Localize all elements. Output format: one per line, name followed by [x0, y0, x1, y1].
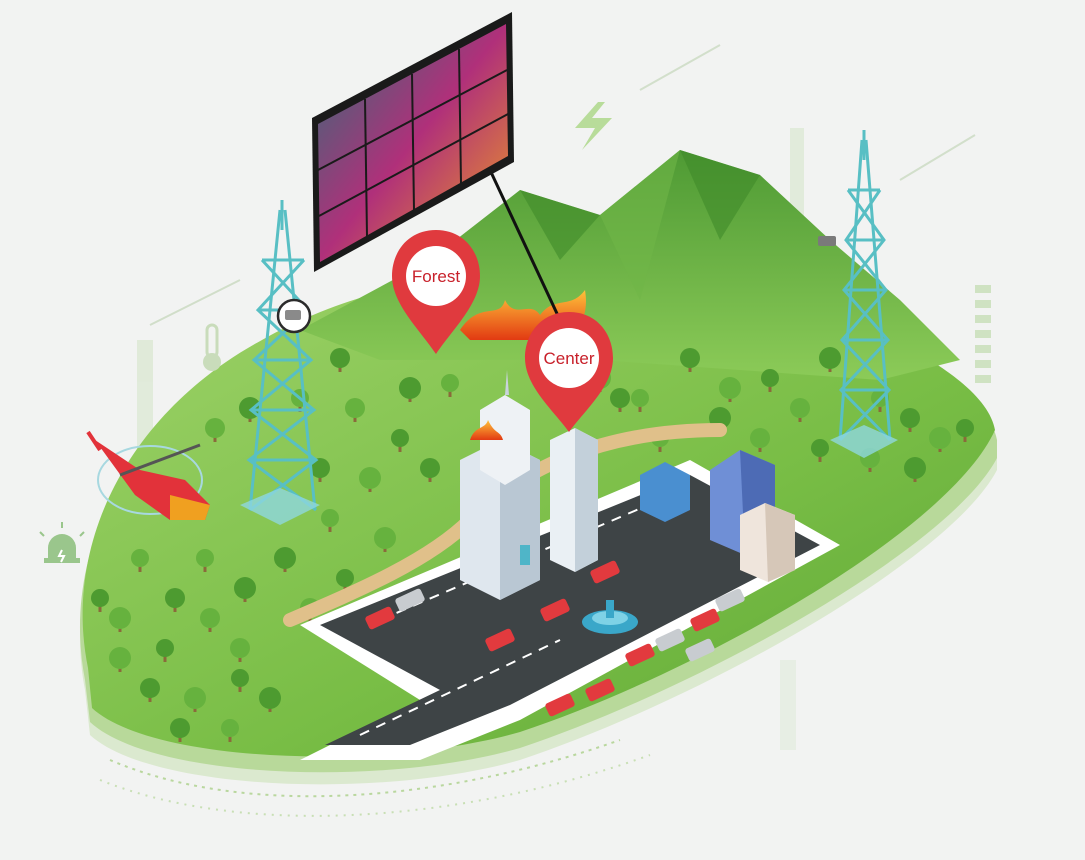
- location-pin-forest[interactable]: Forest: [392, 230, 480, 354]
- tree: [929, 427, 951, 452]
- tree: [221, 719, 239, 742]
- monitor-screen-icon: [312, 12, 562, 321]
- city-plaza: [300, 460, 840, 760]
- lightning-icon: [575, 102, 612, 150]
- tree: [761, 369, 779, 392]
- tree: [109, 647, 131, 672]
- tree: [196, 549, 214, 572]
- vehicle: [485, 628, 515, 652]
- tree: [234, 577, 256, 602]
- tree: [750, 428, 770, 452]
- tree: [140, 678, 160, 702]
- vehicle: [545, 693, 575, 717]
- tree: [391, 429, 409, 452]
- tree: [420, 458, 440, 482]
- vehicle: [655, 628, 685, 652]
- tree: [109, 607, 131, 632]
- vehicle: [590, 560, 620, 584]
- forest-trees: [91, 347, 974, 742]
- tree: [259, 687, 281, 712]
- pin-label-forest: Forest: [412, 267, 460, 286]
- tree: [345, 398, 365, 422]
- tree: [156, 639, 174, 662]
- tree: [131, 549, 149, 572]
- tree: [184, 687, 206, 712]
- tower-building: [550, 428, 598, 572]
- tree: [956, 419, 974, 442]
- mountains: [300, 150, 960, 380]
- tree: [790, 398, 810, 422]
- tree: [399, 377, 421, 402]
- tree: [205, 418, 225, 442]
- tree: [165, 588, 185, 612]
- tree: [310, 458, 330, 482]
- vehicle: [690, 608, 720, 632]
- telecom-tower-icon: [830, 130, 898, 458]
- tree: [900, 408, 920, 432]
- tree: [819, 347, 841, 372]
- fountain-icon: [582, 600, 638, 634]
- tree: [91, 589, 109, 612]
- tree: [374, 527, 396, 552]
- tree: [321, 509, 339, 532]
- vehicle: [625, 643, 655, 667]
- tree: [610, 388, 630, 412]
- vehicle: [585, 678, 615, 702]
- skyscraper-burning: [460, 370, 540, 600]
- thermometer-icon: [203, 323, 221, 371]
- vehicle: [365, 606, 395, 630]
- tree: [811, 439, 829, 462]
- tree: [359, 467, 381, 492]
- helicopter-icon: [86, 430, 210, 520]
- location-pin-center[interactable]: Center: [525, 312, 613, 432]
- vehicle: [540, 598, 570, 622]
- tree: [230, 638, 250, 662]
- tree: [441, 374, 459, 397]
- tree: [904, 457, 926, 482]
- tree: [200, 608, 220, 632]
- vehicle: [395, 588, 425, 612]
- tree: [274, 547, 296, 572]
- office-building-beige: [740, 503, 795, 582]
- tree: [680, 348, 700, 372]
- pin-label-center: Center: [543, 349, 594, 368]
- vehicle: [685, 638, 715, 662]
- alarm-light-icon: [39, 522, 85, 563]
- camera-icon: [818, 236, 836, 246]
- tree: [719, 377, 741, 402]
- vehicle: [715, 588, 745, 612]
- small-building-blue: [640, 462, 690, 522]
- tree: [231, 669, 249, 692]
- tree: [631, 389, 649, 412]
- signal-bars: [975, 285, 991, 383]
- buildings: [460, 370, 795, 600]
- fire-truck-icon: [365, 560, 745, 717]
- tree: [336, 569, 354, 592]
- camera-icon: [276, 298, 312, 334]
- tree: [330, 348, 350, 372]
- tree: [170, 718, 190, 742]
